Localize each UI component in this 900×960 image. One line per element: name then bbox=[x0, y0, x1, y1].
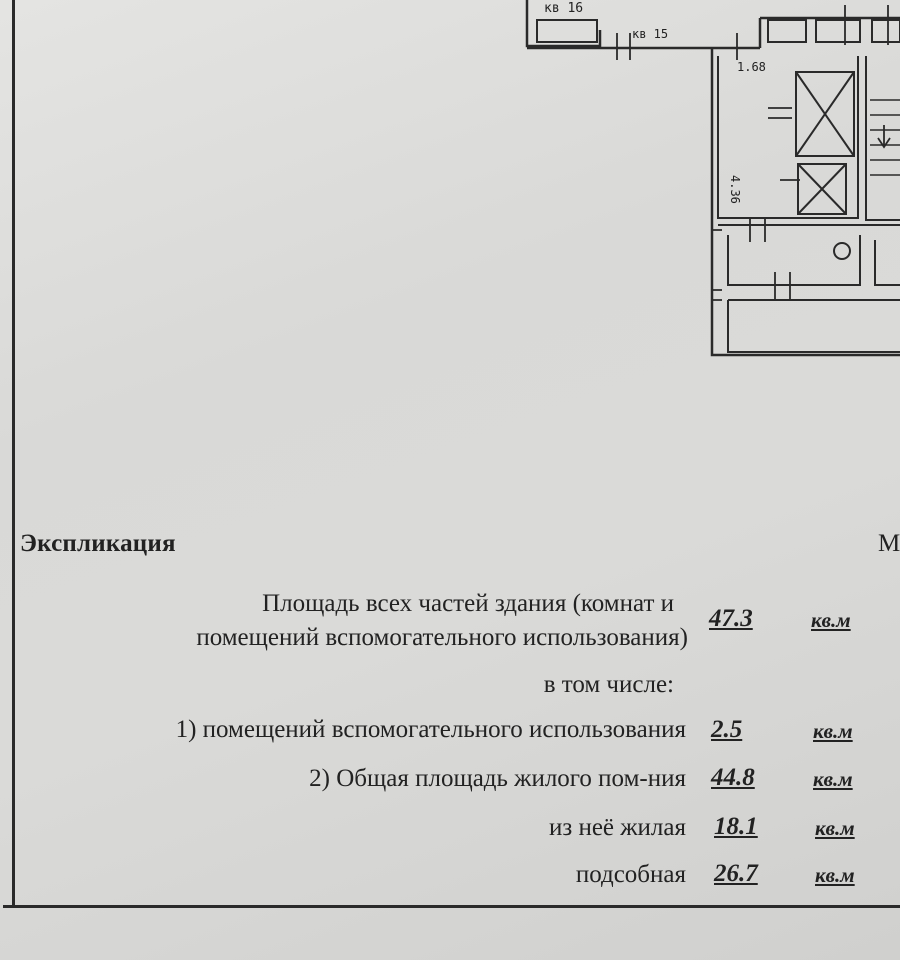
plan-wall-outer bbox=[710, 48, 900, 357]
living-area-value: 18.1 bbox=[714, 813, 758, 840]
room-width-dimension: 1.68 bbox=[737, 60, 766, 74]
frame-left-border bbox=[12, 0, 15, 908]
total-living-premises-unit: кв.м bbox=[813, 767, 853, 791]
plan-elevator-2 bbox=[797, 163, 847, 215]
total-area-label-line2: помещений вспомогательного использования… bbox=[196, 624, 688, 651]
plan-elevator-1 bbox=[795, 71, 855, 157]
utility-area-unit: кв.м bbox=[815, 863, 855, 887]
auxiliary-area-label: 1) помещений вспомогательного использова… bbox=[175, 716, 686, 743]
living-area-unit: кв.м bbox=[815, 816, 855, 840]
total-area-label-line1: Площадь всех частей здания (комнат и bbox=[262, 590, 674, 617]
frame-bottom-border bbox=[3, 905, 900, 908]
plan-room-3 bbox=[727, 299, 900, 353]
utility-area-value: 26.7 bbox=[714, 860, 758, 887]
floor-plan bbox=[525, 0, 900, 357]
auxiliary-area-value: 2.5 bbox=[711, 716, 743, 743]
total-living-premises-label: 2) Общая площадь жилого пом-ния bbox=[309, 765, 686, 792]
plan-fixture-apt16 bbox=[536, 19, 598, 43]
total-area-value: 47.3 bbox=[709, 605, 753, 632]
plan-stairs bbox=[865, 56, 900, 221]
plan-room-2 bbox=[718, 224, 900, 286]
including-label: в том числе: bbox=[543, 671, 674, 698]
apartment-15-label: кв 15 bbox=[632, 27, 669, 41]
plan-wall-apt16 bbox=[525, 0, 602, 48]
room-height-dimension: 4.36 bbox=[728, 175, 742, 204]
utility-area-label: подсобная bbox=[575, 861, 686, 888]
plan-room-1 bbox=[717, 56, 859, 219]
total-living-premises-value: 44.8 bbox=[711, 764, 755, 791]
auxiliary-area-unit: кв.м bbox=[813, 719, 853, 743]
living-area-label: из неё жилая bbox=[548, 814, 686, 841]
explication-title: Экспликация bbox=[20, 530, 176, 557]
plan-wall-top bbox=[758, 16, 900, 48]
total-area-unit: кв.м bbox=[811, 608, 851, 632]
apartment-16-label: кв 16 bbox=[544, 1, 584, 16]
cut-off-heading: М bbox=[878, 530, 900, 557]
